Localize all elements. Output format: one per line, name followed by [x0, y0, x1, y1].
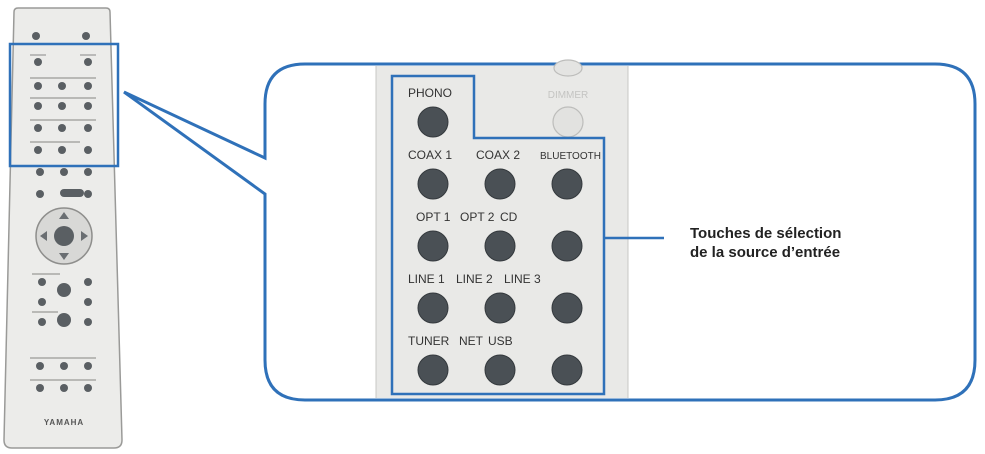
callout-label-line-2: de la source d’entrée [690, 244, 841, 261]
input-button-r3-c1 [484, 292, 516, 324]
input-button-r2-c1 [484, 230, 516, 262]
input-button-r1-c0 [417, 168, 449, 200]
brand-logo: YAMAHA [44, 418, 84, 427]
input-label-net: NET [459, 334, 484, 348]
input-button-r0-c0 [417, 106, 449, 138]
input-button-r4-c2 [551, 354, 583, 386]
callout-label: Touches de sélection de la source d’entr… [690, 224, 950, 262]
input-label-line-1: LINE 1 [408, 272, 445, 286]
input-button-r4-c0 [417, 354, 449, 386]
input-label-opt-2: OPT 2 [460, 210, 495, 224]
input-label-coax-2: COAX 2 [476, 148, 520, 162]
input-button-r3-c0 [417, 292, 449, 324]
input-button-r4-c1 [484, 354, 516, 386]
input-label-bluetooth: BLUETOOTH [540, 151, 601, 162]
input-label-usb: USB [488, 334, 513, 348]
input-label-cd: CD [500, 210, 518, 224]
dimmer-button [552, 106, 584, 138]
input-button-r1-c1 [484, 168, 516, 200]
input-button-r3-c2 [551, 292, 583, 324]
input-label-tuner: TUNER [408, 334, 450, 348]
input-button-r1-c2 [551, 168, 583, 200]
input-button-grid: PHONO COAX 1 COAX 2 BLUETOOTH OPT 1 OPT 2 CD LI… [408, 86, 601, 386]
input-label-line-2: LINE 2 [456, 272, 493, 286]
input-label-line-3: LINE 3 [504, 272, 541, 286]
dimmer-label: DIMMER [548, 90, 589, 101]
remote-control: YAMAHA [3, 7, 123, 449]
input-label-coax-1: COAX 1 [408, 148, 452, 162]
callout-label-line-1: Touches de sélection [690, 225, 842, 242]
input-label-phono: PHONO [408, 86, 452, 100]
input-button-r2-c0 [417, 230, 449, 262]
input-button-r2-c2 [551, 230, 583, 262]
remote-highlight-box [8, 42, 120, 168]
input-label-opt-1: OPT 1 [416, 210, 451, 224]
input-buttons-highlight [390, 74, 606, 396]
